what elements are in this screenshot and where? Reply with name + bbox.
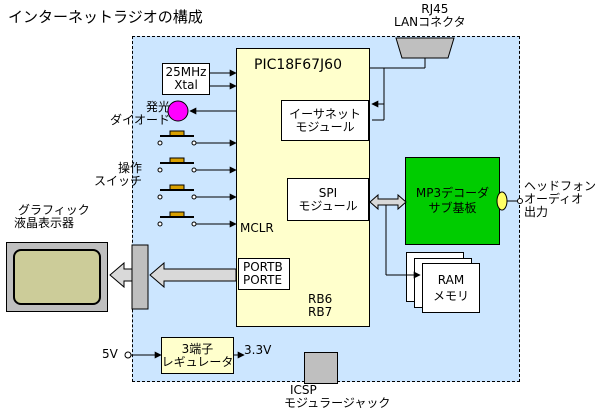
reset-switch-icon	[157, 211, 237, 228]
mcu-label: PIC18F67J60	[254, 57, 342, 73]
led-label: 発光 ダイオード	[110, 100, 171, 127]
icsp-label: ICSP モジュラージャック	[284, 383, 391, 410]
rj45-label: RJ45 LANコネクタ	[394, 2, 466, 29]
mclr-label: MCLR	[240, 221, 274, 235]
icsp-jack	[304, 352, 338, 384]
lcd-screen	[13, 249, 101, 305]
switches-label: 操作 スイッチ	[94, 161, 143, 188]
push-switch-icon	[157, 184, 237, 201]
input-voltage-label: 5V	[102, 347, 118, 361]
mp3-decoder-board: MP3デコーダ サブ基板	[405, 157, 500, 245]
ethernet-module: イーサネット モジュール	[281, 100, 369, 141]
lcd-label: グラフィック 液晶表示器	[14, 203, 90, 230]
push-switch-icon	[157, 130, 237, 147]
port-box: PORTB PORTE	[238, 258, 290, 290]
headphone-label: ヘッドフォン オーディオ 出力	[524, 179, 597, 219]
output-voltage-label: 3.3V	[244, 343, 272, 357]
ram-memory: RAM メモリ	[422, 263, 480, 313]
push-switch-icon	[157, 157, 237, 174]
led-icon	[167, 100, 189, 122]
rj45-connector	[395, 37, 455, 59]
spi-module: SPI モジュール	[287, 178, 369, 221]
lcd-display	[6, 242, 108, 312]
spi-bus-arrow	[369, 193, 407, 211]
page-title: インターネットラジオの構成	[8, 8, 203, 26]
lcd-connector	[131, 244, 149, 310]
crystal-box: 25MHz Xtal	[162, 63, 210, 95]
connector-to-lcd-arrow	[109, 261, 133, 289]
port-to-connector-arrow	[149, 261, 237, 289]
voltage-regulator: 3端子 レギュレータ	[161, 337, 234, 374]
rb-label: RB6 RB7	[308, 292, 333, 319]
headphone-jack-icon	[496, 191, 508, 211]
